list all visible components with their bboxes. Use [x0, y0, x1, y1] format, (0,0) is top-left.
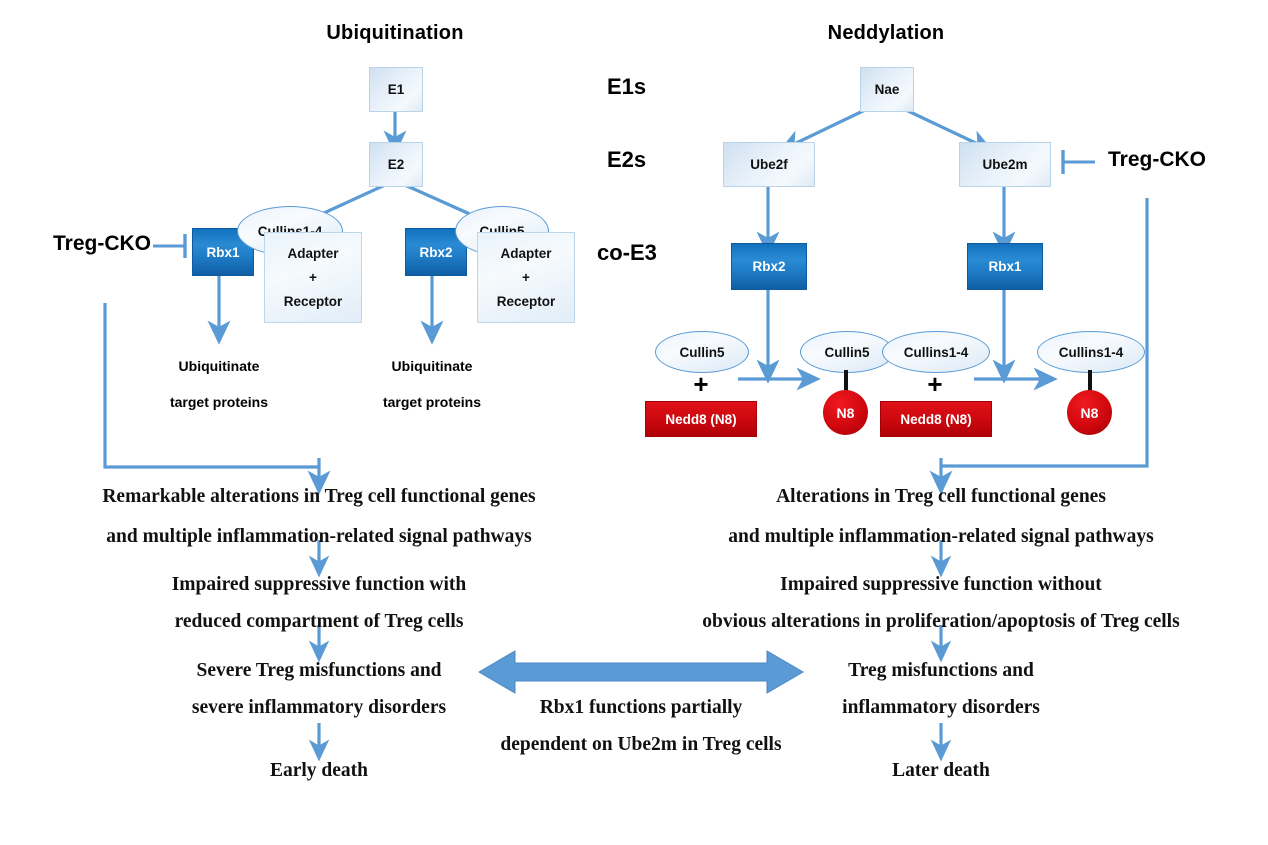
adapter-label: Adapter [500, 245, 552, 261]
outcome-left-7: Early death [269, 760, 369, 781]
outcome-left-4: reduced compartment of Treg cells [174, 611, 464, 632]
outcome-right-1: Alterations in Treg cell functional gene… [776, 486, 1106, 507]
right-pathway-title: Neddylation [827, 22, 945, 44]
tier-label-e2s: E2s [607, 147, 647, 172]
adapter-plus: + [309, 269, 317, 285]
outcome-left-3: Impaired suppressive function with [171, 574, 467, 595]
cullin5-product-ellipse: Cullin5 [800, 331, 894, 373]
tier-label-e1s: E1s [607, 74, 647, 99]
cullin5-substrate-ellipse: Cullin5 [655, 331, 749, 373]
receptor-label: Receptor [283, 293, 343, 309]
ube2f-box: Ube2f [723, 142, 815, 187]
outcome-right-3: Impaired suppressive function without [780, 574, 1102, 595]
nedd8-box-right: Nedd8 (N8) [880, 401, 992, 437]
adapter-label: Adapter [287, 245, 339, 261]
outcome-right-7: Later death [892, 760, 990, 781]
e2-box: E2 [369, 142, 423, 187]
n8-tag-right: N8 [1067, 390, 1112, 435]
treg-cko-label-left: Treg-CKO [53, 232, 152, 255]
rbx2-box-left: Rbx2 [405, 228, 467, 276]
nedd8-box-left: Nedd8 (N8) [645, 401, 757, 437]
outcome-right-5: Treg misfunctions and [848, 660, 1034, 681]
outcome-right-4: obvious alterations in proliferation/apo… [702, 611, 1180, 632]
rbx2-box-right: Rbx2 [731, 243, 807, 290]
outcome-left-1: Remarkable alterations in Treg cell func… [102, 486, 536, 507]
rbx1-box-right: Rbx1 [967, 243, 1043, 290]
n8-linker-right [1088, 370, 1092, 395]
center-note-line2: dependent on Ube2m in Treg cells [500, 734, 782, 755]
n8-linker-left [844, 370, 848, 395]
left-pathway-title: Ubiquitination [326, 22, 464, 44]
outcome-right-2: and multiple inflammation-related signal… [728, 526, 1154, 547]
adapter-plus: + [522, 269, 530, 285]
reaction-plus-left: + [693, 369, 709, 399]
receptor-label: Receptor [496, 293, 556, 309]
ubiquitinate-line1-right: Ubiquitinate [391, 358, 473, 374]
cullins1-4-product-ellipse: Cullins1-4 [1037, 331, 1145, 373]
outcome-left-5: Severe Treg misfunctions and [196, 660, 442, 681]
tier-label-coe3: co-E3 [597, 240, 657, 265]
cullins1-4-substrate-ellipse: Cullins1-4 [882, 331, 990, 373]
n8-tag-left: N8 [823, 390, 868, 435]
nae-box: Nae [860, 67, 914, 112]
outcome-left-6: severe inflammatory disorders [191, 697, 447, 718]
center-note-line1: Rbx1 functions partially [539, 697, 743, 718]
outcome-left-2: and multiple inflammation-related signal… [106, 526, 532, 547]
ubiquitinate-line2-left: target proteins [169, 394, 268, 410]
ube2m-box: Ube2m [959, 142, 1051, 187]
e1-box: E1 [369, 67, 423, 112]
adapter-receptor-box-left: Adapter + Receptor [264, 232, 362, 323]
reaction-plus-right: + [927, 369, 943, 399]
adapter-receptor-box-right: Adapter + Receptor [477, 232, 575, 323]
ubiquitinate-line1-left: Ubiquitinate [178, 358, 260, 374]
outcome-right-6: inflammatory disorders [842, 697, 1040, 718]
ubiquitinate-line2-right: target proteins [382, 394, 481, 410]
treg-cko-label-right: Treg-CKO [1108, 148, 1207, 171]
